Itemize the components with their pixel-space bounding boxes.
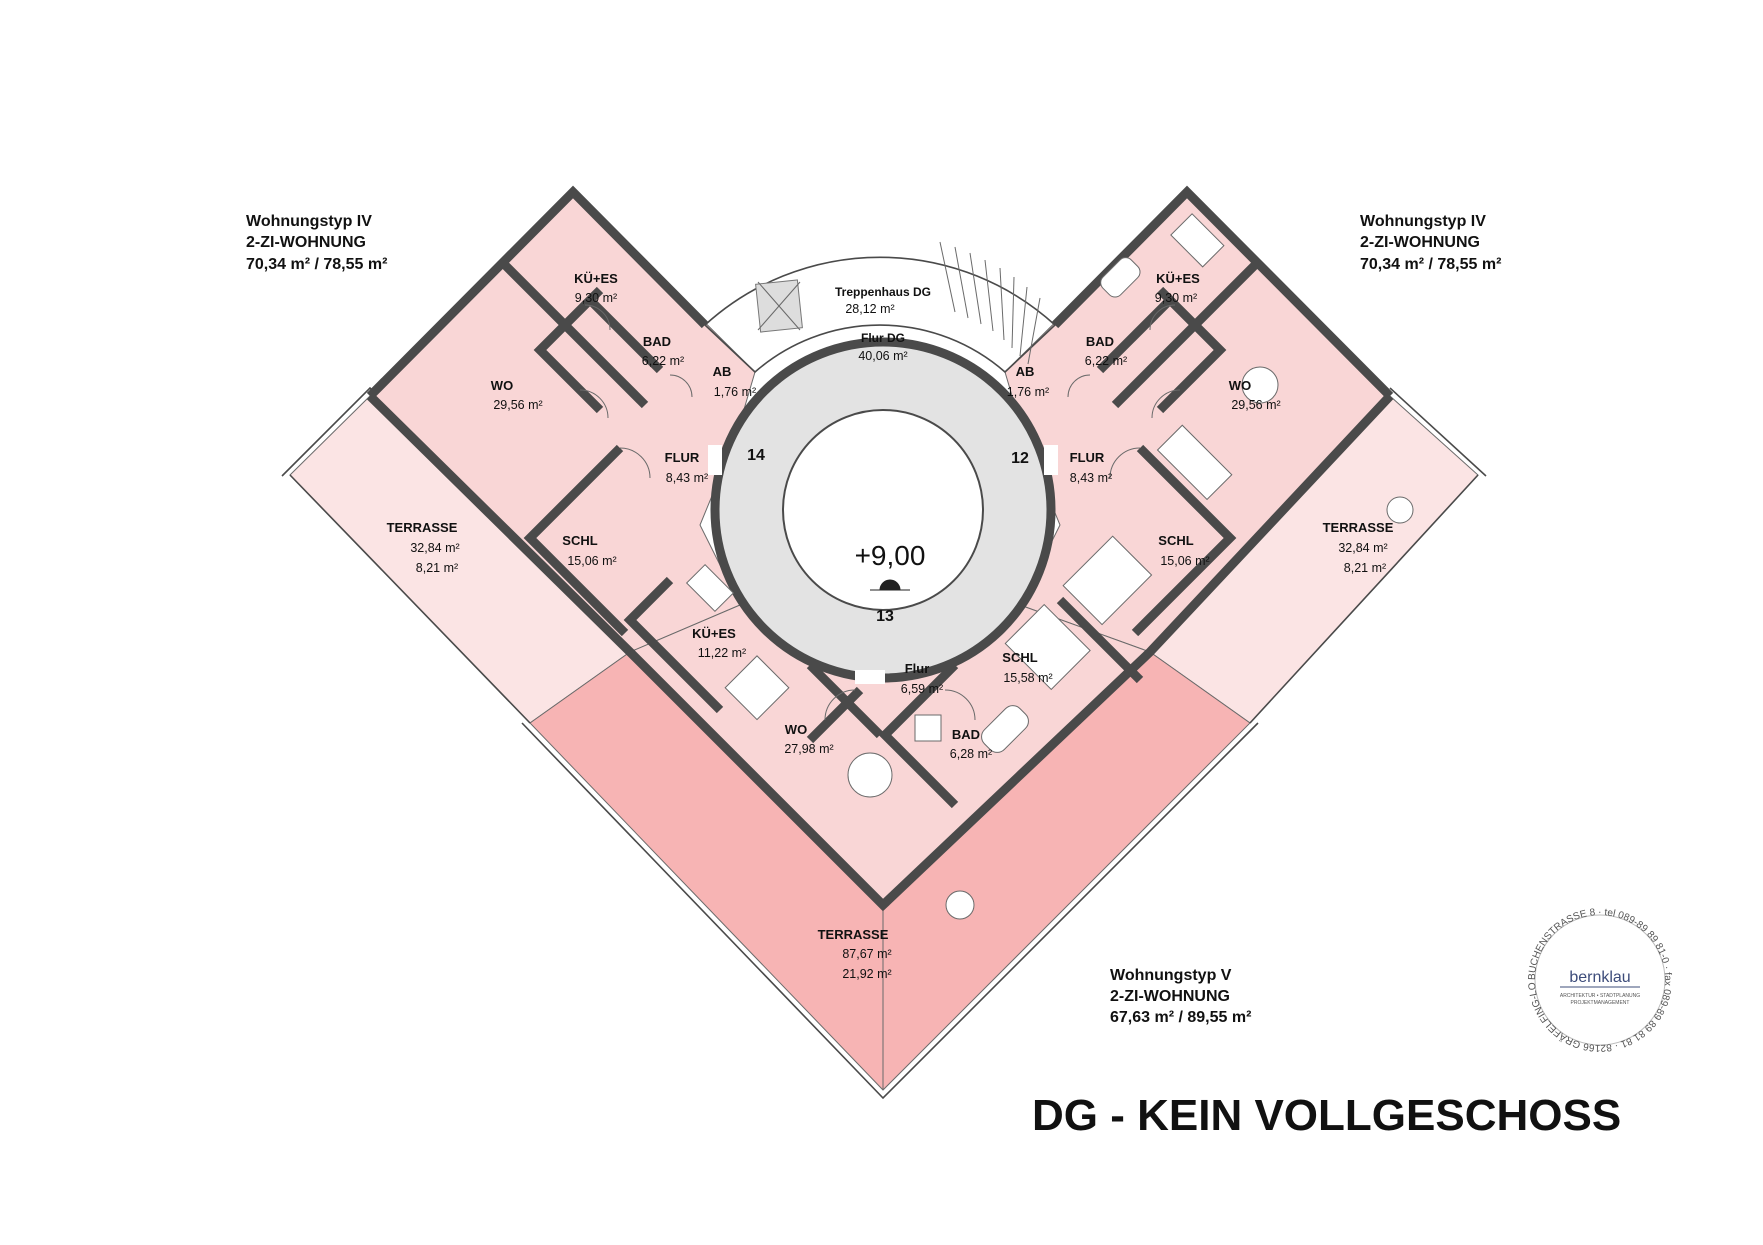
right-flur-label: FLUR — [1070, 450, 1105, 465]
right-bad-area: 6,22 m² — [1085, 354, 1127, 368]
left-terrasse-label: TERRASSE — [387, 520, 458, 535]
bottom-bad-area: 6,28 m² — [950, 747, 992, 761]
right-schl-label: SCHL — [1158, 533, 1193, 548]
left-ab-area: 1,76 m² — [714, 385, 756, 399]
unit-heading-bottom: Wohnungstyp V 2-ZI-WOHNUNG 67,63 m² / 89… — [1110, 967, 1251, 1026]
right-wo-area: 29,56 m² — [1231, 398, 1280, 412]
elevator-cross-b — [757, 281, 801, 331]
door-number-14: 14 — [747, 447, 765, 464]
bottom-flur-label: Flur — [905, 661, 930, 676]
stamp-tagline2: PROJEKTMANAGEMENT — [1571, 1000, 1630, 1006]
unit-right-type: Wohnungstyp IV — [1360, 213, 1486, 230]
right-schl-area: 15,06 m² — [1160, 554, 1209, 568]
stair-arc — [703, 256, 1057, 374]
terrace-railing-bottom — [521, 722, 1259, 1100]
hall-area: 40,06 m² — [858, 349, 907, 363]
left-bad-area: 6,22 m² — [642, 354, 684, 368]
level-marker: +9,00 — [855, 540, 926, 571]
left-schl-area: 15,06 m² — [567, 554, 616, 568]
right-ab-label: AB — [1016, 364, 1035, 379]
left-kueche-area: 9,30 m² — [575, 291, 617, 305]
door-12-opening — [1044, 445, 1058, 475]
left-bad-label: BAD — [643, 334, 671, 349]
wall-right-1 — [1111, 261, 1259, 409]
stair-treads — [939, 241, 1041, 365]
door-14-opening — [708, 445, 722, 475]
bottom-schl-label: SCHL — [1002, 650, 1037, 665]
door-number-12: 12 — [1011, 450, 1029, 467]
unit-left-type: Wohnungstyp IV — [246, 213, 372, 230]
door-swings — [579, 304, 1181, 721]
stamp-name: bernklau — [1569, 969, 1630, 986]
unit-bottom-area: 67,63 m² / 89,55 m² — [1110, 1009, 1251, 1026]
left-ab-label: AB — [713, 364, 732, 379]
sheet-title: DG - KEIN VOLLGESCHOSS — [1032, 1091, 1621, 1140]
door-13-opening — [855, 670, 885, 684]
right-wo-label: WO — [1229, 378, 1251, 393]
stair-area: 28,12 m² — [845, 302, 894, 316]
bottom-wo-label: WO — [785, 722, 807, 737]
left-wo-area: 29,56 m² — [493, 398, 542, 412]
bottom-terrasse-area: 87,67 m² — [842, 947, 891, 961]
right-flur-area: 8,43 m² — [1070, 471, 1112, 485]
wall-right-4 — [1131, 444, 1237, 637]
unit-left-area: 70,34 m² / 78,55 m² — [246, 256, 387, 273]
right-terrasse-label: TERRASSE — [1323, 520, 1394, 535]
bottom-schl-area: 15,58 m² — [1003, 671, 1052, 685]
door-number-13: 13 — [876, 608, 894, 625]
level-symbol — [870, 579, 910, 591]
right-bad-label: BAD — [1086, 334, 1114, 349]
wall-left-1 — [501, 261, 649, 409]
bottom-kueche-label: KÜ+ES — [692, 626, 736, 641]
furniture-bottom — [724, 603, 1091, 920]
terrace-railing-right — [1389, 387, 1487, 477]
terrace-edge-left — [289, 474, 531, 724]
left-wo-label: WO — [491, 378, 513, 393]
exterior-wall-left — [366, 185, 709, 400]
left-kueche-label: KÜ+ES — [574, 271, 618, 286]
exterior-wall-left-lower — [366, 392, 1394, 912]
exterior-wall-right — [1051, 185, 1394, 400]
unit-right-area: 70,34 m² / 78,55 m² — [1360, 256, 1501, 273]
wall-left-5 — [623, 576, 724, 714]
unit-right-rooms: 2-ZI-WOHNUNG — [1360, 234, 1480, 251]
right-kueche-area: 9,30 m² — [1155, 291, 1197, 305]
hall-label: Flur DG — [861, 331, 905, 345]
right-kueche-label: KÜ+ES — [1156, 271, 1200, 286]
right-terrasse-area2: 8,21 m² — [1344, 561, 1386, 575]
bottom-wo-area: 27,98 m² — [784, 742, 833, 756]
wall-bottom-3 — [806, 686, 864, 744]
unit-bottom-rooms: 2-ZI-WOHNUNG — [1110, 988, 1230, 1005]
terrace-edge-right — [1249, 474, 1479, 724]
left-schl-label: SCHL — [562, 533, 597, 548]
wall-right-5 — [1056, 596, 1144, 684]
right-ab-area: 1,76 m² — [1007, 385, 1049, 399]
stamp-tagline: ARCHITEKTUR • STADTPLANUNG — [1560, 993, 1640, 999]
furniture-right — [1062, 213, 1414, 626]
unit-heading-right: Wohnungstyp IV 2-ZI-WOHNUNG 70,34 m² / 7… — [1360, 213, 1501, 273]
stair-label: Treppenhaus DG — [835, 285, 931, 299]
bottom-terrasse-area2: 21,92 m² — [842, 967, 891, 981]
bottom-kueche-area: 11,22 m² — [698, 646, 746, 660]
left-terrasse-area: 32,84 m² — [410, 541, 459, 555]
right-terrasse-area: 32,84 m² — [1338, 541, 1387, 555]
unit-bottom-type: Wohnungstyp V — [1110, 967, 1232, 984]
left-terrasse-area2: 8,21 m² — [416, 561, 458, 575]
left-flur-area: 8,43 m² — [666, 471, 708, 485]
bottom-terrasse-label: TERRASSE — [818, 927, 889, 942]
left-flur-label: FLUR — [665, 450, 700, 465]
bottom-bad-label: BAD — [952, 727, 980, 742]
wall-bottom-2 — [878, 661, 959, 809]
bottom-flur-area: 6,59 m² — [901, 682, 943, 696]
furniture-left — [685, 563, 735, 613]
wall-left-4 — [523, 444, 629, 637]
atrium-void — [782, 409, 984, 611]
unit-heading-left: Wohnungstyp IV 2-ZI-WOHNUNG 70,34 m² / 7… — [246, 213, 387, 273]
unit-left-rooms: 2-ZI-WOHNUNG — [246, 234, 366, 251]
